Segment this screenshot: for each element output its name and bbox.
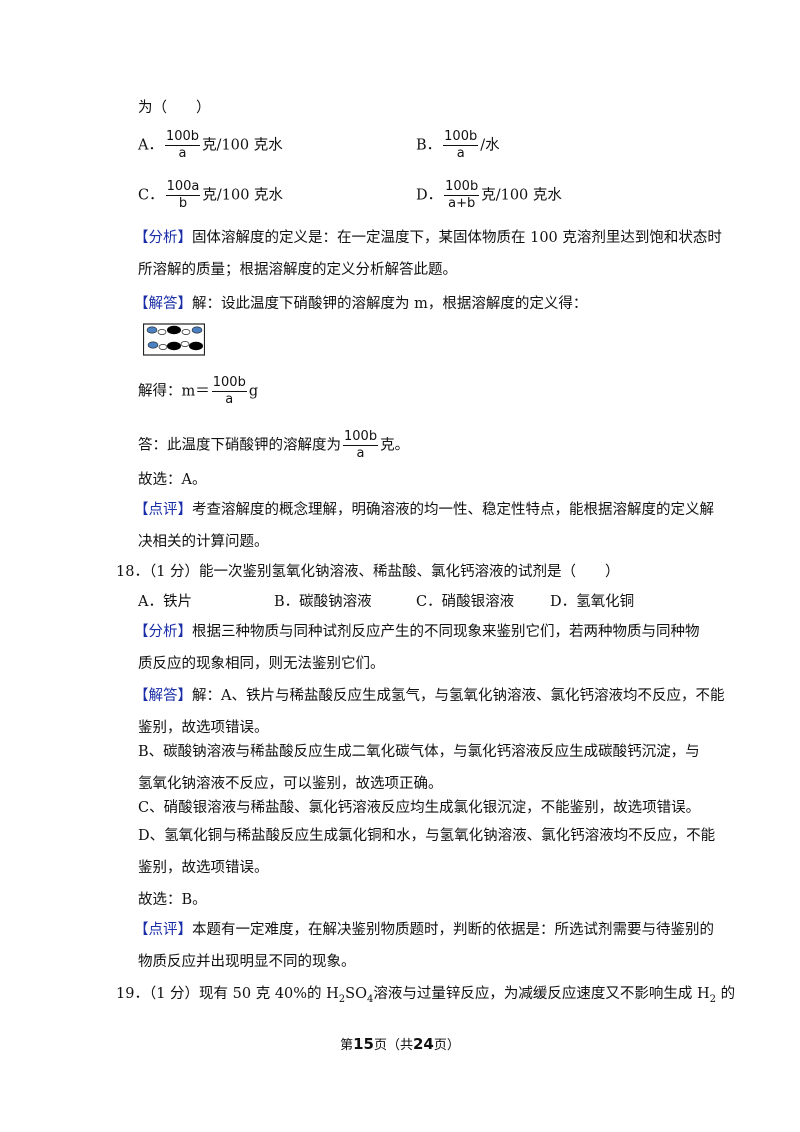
- q18-answer-line7: 鉴别，故选项错误。: [138, 860, 269, 876]
- q18-answer-line4: 氢氧化钠溶液不反应，可以鉴别，故选项正确。: [138, 776, 443, 792]
- option-letter: C．: [138, 187, 164, 204]
- option-unit: 克/100 克水: [202, 187, 284, 204]
- comment-tag: 【点评】: [134, 922, 192, 938]
- q17-comment-line2: 决相关的计算问题。: [138, 534, 269, 550]
- option-unit: 克/100 克水: [202, 137, 283, 154]
- total-pages: 24: [413, 1035, 434, 1053]
- q18-comment: 【点评】本题有一定难度，在解决鉴别物质题时，判断的依据是：所选试剂需要与待鉴别的: [134, 922, 714, 938]
- q18-analysis: 【分析】根据三种物质与同种试剂反应产生的不同现象来鉴别它们，若两种物质与同种物: [134, 624, 700, 640]
- q17-analysis: 【分析】固体溶解度的定义是：在一定温度下，某固体物质在 100 克溶剂里达到饱和…: [134, 230, 722, 246]
- answer-tag: 【解答】: [134, 296, 192, 312]
- q18-answer-line3: B、碳酸钠溶液与稀盐酸反应生成二氧化碳气体，与氯化钙溶液反应生成碳酸钙沉淀，与: [138, 744, 700, 760]
- q18-choice: 故选：B。: [138, 892, 207, 908]
- option-unit: /水: [480, 137, 500, 154]
- q18-answer-line6: D、氢氧化铜与稀盐酸反应生成氯化铜和水，与氢氧化钠溶液、氯化钙溶液均不反应，不能: [138, 828, 716, 844]
- comment-tag: 【点评】: [134, 502, 192, 518]
- q17-comment: 【点评】考查溶解度的概念理解，明确溶液的均一性、稳定性特点，能根据溶解度的定义解: [134, 502, 714, 518]
- q17-answer: 【解答】解：设此温度下硝酸钾的溶解度为 m，根据溶解度的定义得：: [134, 296, 588, 312]
- option-letter: D．: [416, 187, 443, 204]
- q18-option-b: B．碳酸钠溶液: [274, 594, 372, 610]
- q17-stem-end: 为（ ）: [138, 100, 211, 116]
- q18-option-c: C．硝酸银溶液: [416, 594, 515, 610]
- q18-answer-line2: 鉴别，故选项错误。: [138, 720, 269, 736]
- q18-answer-line5: C、硝酸银溶液与稀盐酸、氯化钙溶液反应均生成氯化银沉淀，不能鉴别，故选项错误。: [138, 800, 701, 816]
- q18-comment-line2: 物质反应并出现明显不同的现象。: [138, 954, 356, 970]
- q17-analysis-line2: 所溶解的质量；根据溶解度的定义分析解答此题。: [138, 262, 457, 278]
- q18-analysis-line2: 质反应的现象相同，则无法鉴别它们。: [138, 656, 385, 672]
- answer-tag: 【解答】: [134, 688, 192, 704]
- page-number: 15: [353, 1035, 374, 1053]
- q19-stem: 19．（1 分）现有 50 克 40%的 H2SO4溶液与过量锌反应，为减缓反应…: [116, 986, 736, 1005]
- molecule-illustration: [142, 322, 206, 356]
- q17-choice: 故选：A。: [138, 472, 207, 488]
- analysis-tag: 【分析】: [134, 624, 192, 640]
- option-unit: 克/100 克水: [481, 187, 562, 204]
- q18-option-a: A．铁片: [138, 594, 192, 610]
- q18-answer: 【解答】解：A、铁片与稀盐酸反应生成氢气，与氢氧化钠溶液、氯化钙溶液均不反应，不…: [134, 688, 725, 704]
- q18-stem: 18．（1 分）能一次鉴别氢氧化钠溶液、稀盐酸、氯化钙溶液的试剂是（ ）: [116, 564, 620, 580]
- analysis-tag: 【分析】: [134, 230, 192, 246]
- q18-option-d: D．氢氧化铜: [550, 594, 635, 610]
- option-letter: A．: [138, 137, 163, 154]
- page-footer: 第15页（共24页）: [340, 1035, 460, 1053]
- option-letter: B．: [416, 137, 442, 154]
